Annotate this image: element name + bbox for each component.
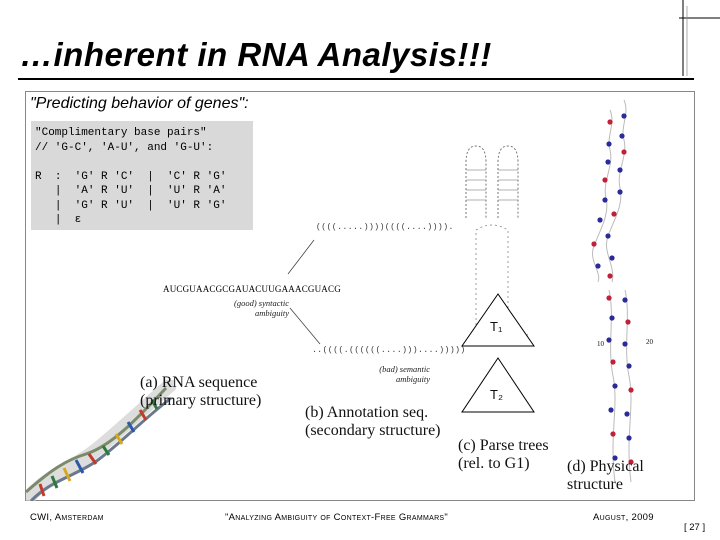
residue-dot bbox=[619, 133, 625, 139]
title-divider bbox=[18, 78, 694, 80]
dotbracket-2: ..((((.((((((....)))....))))) bbox=[312, 346, 466, 355]
parse-tree-t2 bbox=[461, 357, 535, 413]
caption-b: (b) Annotation seq. (secondary structure… bbox=[305, 404, 441, 439]
dotbracket-1: ((((.....))))((((....)))). bbox=[316, 223, 454, 232]
residue-dot bbox=[610, 431, 616, 437]
residue-dot bbox=[605, 233, 611, 239]
code-rule-lhs: R bbox=[35, 170, 42, 183]
residue-dot bbox=[602, 177, 608, 183]
grammar-code-box bbox=[31, 121, 253, 230]
code-comment-title: "Complimentary base pairs" bbox=[35, 127, 207, 139]
residue-dot bbox=[606, 337, 612, 343]
code-rule-row-2: | 'A' R 'U' | 'U' R 'A' bbox=[54, 185, 227, 197]
residue-dot bbox=[612, 383, 618, 389]
residue-dot bbox=[591, 241, 597, 247]
residue-dot bbox=[602, 197, 608, 203]
parse-tree-t1 bbox=[461, 293, 535, 347]
figure-frame bbox=[25, 91, 695, 501]
residue-dot bbox=[611, 211, 617, 217]
t2-label: T₂ bbox=[490, 387, 503, 402]
residue-dot bbox=[625, 319, 631, 325]
residue-dot bbox=[621, 113, 627, 119]
code-rule-row-4: | ε bbox=[54, 214, 82, 226]
footer-right: August, 2009 bbox=[593, 512, 654, 523]
annotation-arrows bbox=[287, 239, 321, 345]
residue-dot bbox=[608, 407, 614, 413]
caption-c: (c) Parse trees (rel. to G1) bbox=[458, 437, 549, 472]
residue-dot bbox=[609, 255, 615, 261]
caption-a: (a) RNA sequence (primary structure) bbox=[140, 374, 262, 409]
residue-dot bbox=[607, 273, 613, 279]
residue-dot bbox=[605, 159, 611, 165]
residue-dot bbox=[628, 459, 634, 465]
residue-dot bbox=[622, 297, 628, 303]
physical-structure-chain-top bbox=[591, 99, 627, 283]
code-rule-row-1: : 'G' R 'C' | 'C' R 'G' bbox=[54, 170, 227, 183]
residue-dot bbox=[610, 359, 616, 365]
residue-dot bbox=[612, 455, 618, 461]
t1-label: T₁ bbox=[490, 319, 503, 334]
residue-dot bbox=[624, 411, 630, 417]
rna-sequence: AUCGUAACGCGAUACUUGAAACGUACG bbox=[163, 284, 341, 294]
good-ambiguity-label: (good) syntactic ambiguity bbox=[234, 298, 289, 318]
residue-number-20: 20 bbox=[646, 338, 653, 346]
grammar-code: "Complimentary base pairs" // 'G-C', 'A-… bbox=[35, 126, 226, 228]
residue-dot bbox=[622, 341, 628, 347]
bad-ambiguity-label: (bad) semantic ambiguity bbox=[379, 364, 430, 384]
residue-dot bbox=[607, 119, 613, 125]
footer-center: "Analyzing Ambiguity of Context-Free Gra… bbox=[225, 512, 449, 523]
footer-left: CWI, Amsterdam bbox=[30, 512, 104, 523]
code-rule-row-3: | 'G' R 'U' | 'U' R 'G' bbox=[54, 199, 227, 212]
slide-title: …inherent in RNA Analysis!!! bbox=[20, 36, 492, 73]
code-comment-pairs: // 'G-C', 'A-U', and 'G-U': bbox=[35, 141, 214, 154]
dna-helix-image bbox=[26, 380, 176, 501]
residue-dot bbox=[626, 435, 632, 441]
residue-dot bbox=[606, 141, 612, 147]
corner-decoration bbox=[679, 0, 720, 76]
caption-d: (d) Physical structure bbox=[567, 458, 644, 493]
slide-number: [ 27 ] bbox=[684, 522, 706, 533]
residue-dot bbox=[597, 217, 603, 223]
secondary-structure-sketch bbox=[465, 145, 519, 218]
residue-number-10: 10 bbox=[597, 340, 604, 348]
residue-dot bbox=[617, 167, 623, 173]
residue-dot bbox=[595, 263, 601, 269]
physical-structure-chain-bottom bbox=[606, 289, 634, 483]
residue-dot bbox=[606, 295, 612, 301]
residue-dot bbox=[628, 387, 634, 393]
residue-dot bbox=[609, 315, 615, 321]
residue-dot bbox=[617, 189, 623, 195]
slide-subtitle: "Predicting behavior of genes": bbox=[30, 95, 249, 112]
residue-dot bbox=[621, 149, 627, 155]
residue-dot bbox=[626, 363, 632, 369]
